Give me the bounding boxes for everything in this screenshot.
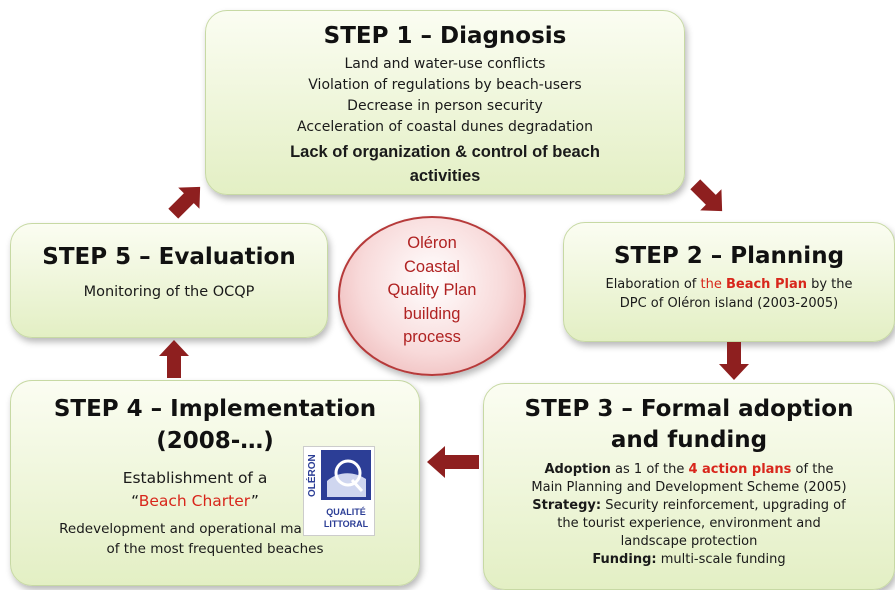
step4-charter-open: “ [131,492,139,510]
step2-title: STEP 2 – Planning [613,243,845,269]
step3-title-line-1: STEP 3 – Formal adoption [524,396,854,422]
step3-adoption-pre: as 1 of the [610,462,689,477]
center-line-3: Quality Plan [387,281,477,299]
step3-strategy-text-2: the tourist experience, environment and [557,516,821,531]
arrow-step3-to-step4 [427,446,479,478]
step3-funding-line: Funding: multi-scale funding [484,551,894,569]
step3-box: STEP 3 – Formal adoption and funding Ado… [483,383,895,590]
qualite-littoral-logo: OLÉRON QUALITÉ LITTORAL [303,446,375,536]
step2-line1-pre: Elaboration of [605,277,701,292]
step1-item-3: Decrease in person security [347,98,543,114]
step1-bold-line-2: activities [409,167,481,185]
center-process-ellipse: Oléron Coastal Quality Plan building pro… [338,216,526,376]
step3-funding-label: Funding: [592,552,657,567]
arrow-step5-to-step1 [168,186,201,219]
step3-action-plans: 4 action plans [688,462,792,477]
step4-redev-line-1: Redevelopment and operational management [59,521,371,537]
qualite-littoral-logo-graphic: OLÉRON QUALITÉ LITTORAL [305,450,371,529]
step1-item-2: Violation of regulations by beach-users [308,77,582,93]
step5-box: STEP 5 – Evaluation Monitoring of the OC… [10,223,328,338]
logo-line-1: QUALITÉ [326,507,366,517]
step1-box: STEP 1 – Diagnosis Land and water-use co… [205,10,685,195]
arrow-step4-to-step5 [159,340,189,378]
step2-line-2: DPC of Oléron island (2003-2005) [619,296,839,311]
step1-item-1: Land and water-use conflicts [344,56,546,72]
logo-line-2: LITTORAL [324,519,369,529]
step5-title: STEP 5 – Evaluation [42,244,296,270]
step3-strategy-label: Strategy: [532,498,602,513]
step4-establishment: Establishment of a [122,469,268,487]
step2-line1-red: the [700,277,726,292]
step3-strategy-text-3: landscape protection [620,534,758,549]
step4-charter-line: “Beach Charter” [11,490,419,513]
center-line-5: process [403,328,461,346]
step4-title-line-2: (2008-…) [156,428,274,454]
arrow-step2-to-step3 [719,342,749,380]
logo-vertical-text: OLÉRON [305,454,318,497]
step5-text: Monitoring of the OCQP [83,284,255,300]
step2-line1-post: by the [806,277,853,292]
step2-box: STEP 2 – Planning Elaboration of the Bea… [563,222,895,342]
step3-adoption-line-2: Main Planning and Development Scheme (20… [531,480,847,495]
step4-title-line-1: STEP 4 – Implementation [53,396,377,422]
center-line-2: Coastal [404,257,460,276]
arrow-step1-to-step2 [690,179,723,212]
logo-q-tail [350,478,364,493]
step3-adoption-post: of the [791,462,834,477]
step4-beach-charter: Beach Charter [138,492,251,510]
step3-adoption-label: Adoption [544,462,611,477]
step3-strategy-line: Strategy: Security reinforcement, upgrad… [484,497,894,515]
step3-funding-text: multi-scale funding [656,552,786,567]
step4-charter-close: ” [250,492,259,510]
step3-adoption-line: Adoption as 1 of the 4 action plans of t… [484,461,894,479]
step3-strategy-text-1: Security reinforcement, upgrading of [601,498,846,513]
step1-title: STEP 1 – Diagnosis [323,23,567,49]
center-line-1: Oléron [407,234,457,252]
step2-beach-plan: Beach Plan [725,277,807,292]
step2-line-1: Elaboration of the Beach Plan by the [564,275,894,294]
logo-q-ring [334,459,362,487]
step1-bold-line-1: Lack of organization & control of beach [290,143,600,161]
step1-item-4: Acceleration of coastal dunes degradatio… [297,119,593,135]
step3-title-line-2: and funding [610,427,768,453]
center-line-4: building [403,304,461,323]
step4-redev-line-2: of the most frequented beaches [106,541,324,557]
